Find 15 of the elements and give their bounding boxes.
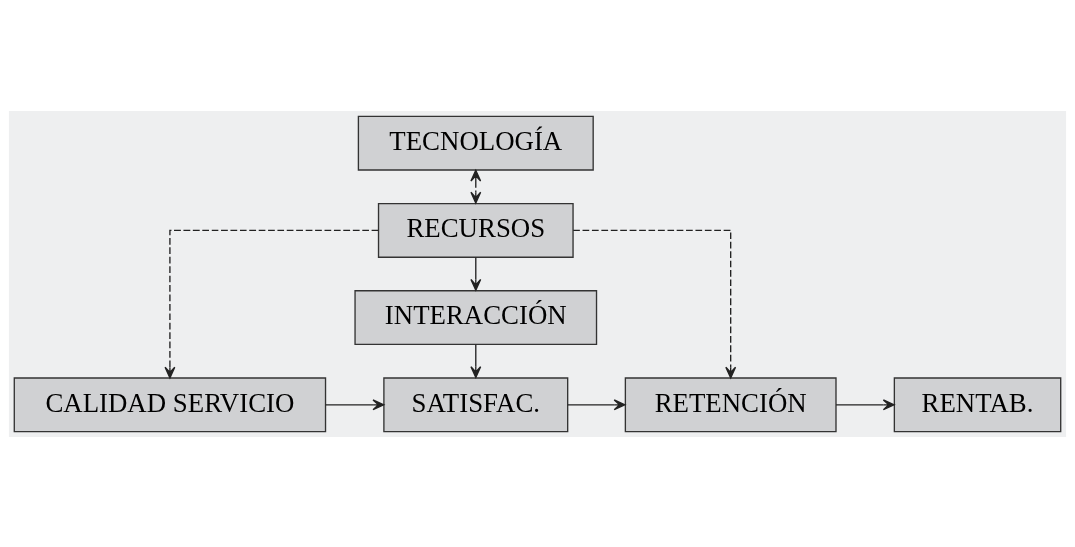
node-box: RECURSOS — [377, 202, 574, 258]
node-box: CALIDAD SERVICIO — [13, 376, 327, 432]
arrow — [470, 169, 482, 204]
arrow — [470, 256, 482, 291]
arrow — [164, 229, 379, 379]
arrow — [567, 398, 626, 410]
node-box: INTERACCIÓN — [354, 289, 598, 345]
arrow — [470, 343, 482, 378]
node-box: SATISFAC. — [383, 376, 569, 432]
node-box: RENTAB. — [893, 376, 1062, 432]
node-box: RETENCIÓN — [624, 376, 837, 432]
arrow — [572, 229, 737, 379]
node-box: TECNOLOGÍA — [357, 115, 594, 171]
arrow — [324, 398, 385, 410]
arrow — [835, 398, 895, 410]
